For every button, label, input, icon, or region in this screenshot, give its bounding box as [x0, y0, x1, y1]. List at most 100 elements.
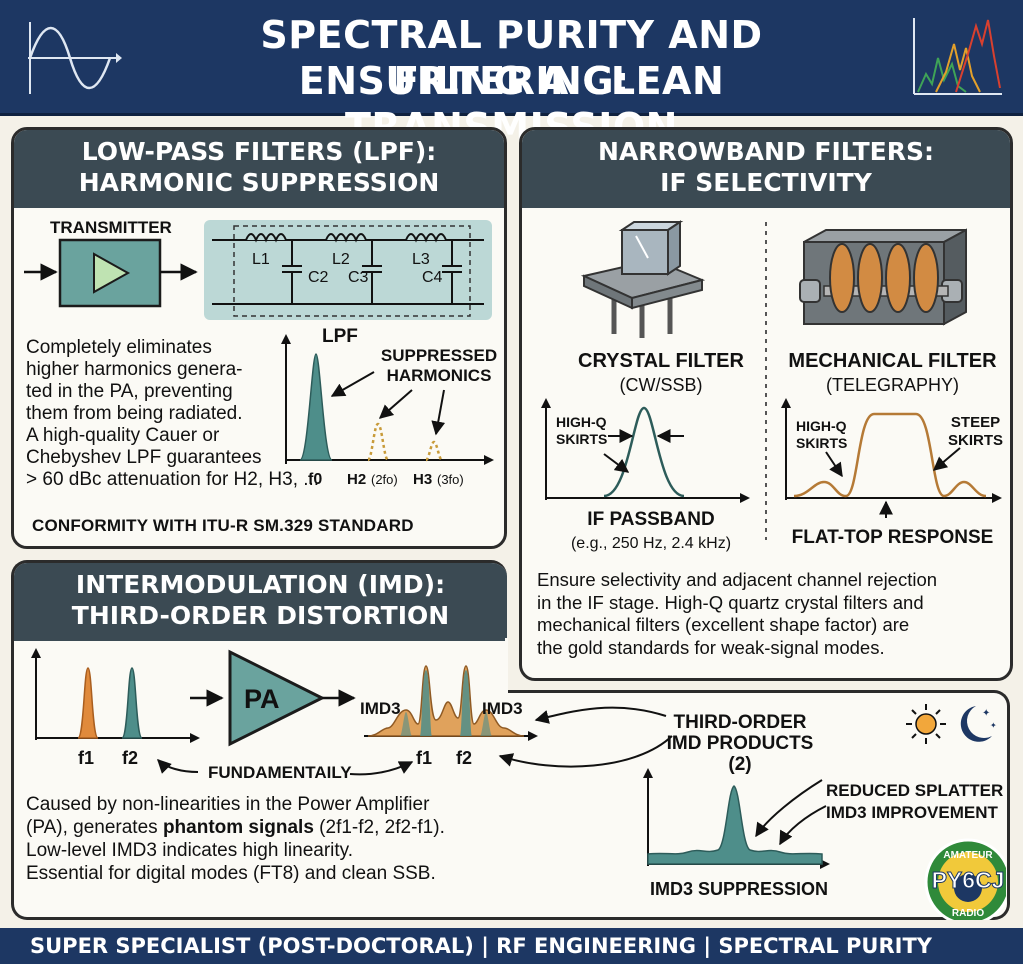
lpf-desc-line: ted in the PA, preventing [26, 381, 233, 402]
badge-callsign: PY6CJ [932, 867, 1005, 893]
imd-title-line2: THIRD-ORDER DISTORTION [71, 601, 450, 630]
narrowband-panel-header: NARROWBAND FILTERS: IF SELECTIVITY [522, 130, 1010, 208]
narrowband-panel: NARROWBAND FILTERS: IF SELECTIVITY [519, 127, 1013, 681]
lpf-panel-header: LOW-PASS FILTERS (LPF): HARMONIC SUPPRES… [14, 130, 504, 208]
imd-desc-line2-pre: (PA), generates [26, 817, 163, 838]
nb-desc-line: in the IF stage. High-Q quartz crystal f… [537, 591, 924, 613]
mechanical-filter-subtitle: (TELEGRAPHY) [825, 375, 960, 395]
lpf-title-line1: LOW-PASS FILTERS (LPF): [81, 137, 437, 166]
lpf-desc-line: A high-quality Cauer or [26, 425, 220, 446]
f1-input-peak [77, 667, 99, 739]
imd-desc-line4: Essential for digital modes (FT8) and cl… [26, 863, 436, 884]
amplifier-symbol [93, 252, 131, 294]
imd-description: Caused by non-linearities in the Power A… [26, 793, 566, 885]
sun-icon [906, 704, 946, 744]
label-l2: L2 [332, 251, 350, 268]
imd-diagram: f1 f2 PA IMD3 IMD3 f1 f2 ✦ ✦ [31, 648, 1006, 920]
lpf-label: LPF [322, 326, 358, 347]
inductor-l2 [325, 233, 367, 243]
capacitor-c4 [442, 240, 462, 304]
transmitter-label: TRANSMITTER [50, 218, 172, 237]
imd3-suppression-label: IMD3 SUPPRESSION [650, 879, 829, 899]
f2-input-peak [121, 667, 143, 739]
badge-bottom-text: RADIO [952, 908, 984, 919]
capacitor-c2 [282, 240, 302, 304]
mechanical-highq-label: HIGH-Q SKIRTS [796, 418, 847, 452]
lpf-desc-line: > 60 dBc attenuation for H2, H3, ... [26, 469, 320, 490]
h3-label: H3 [413, 471, 432, 488]
label-c4: C4 [422, 269, 443, 286]
mechanical-filter-title: MECHANICAL FILTER [788, 350, 997, 372]
steep-line1: STEEP [950, 414, 1001, 431]
mechanical-response-curve [793, 412, 987, 498]
svg-text:✦: ✦ [982, 708, 990, 719]
inductor-l3 [405, 233, 447, 243]
third-order-label: THIRD-ORDER IMD PRODUCTS (2) [660, 712, 820, 775]
nb-desc-line: the gold standards for weak-signal modes… [537, 636, 885, 658]
nb-desc-line: mechanical filters (excellent shape fact… [537, 614, 910, 635]
steep-skirts-label: STEEP SKIRTS [948, 414, 1003, 450]
pa-amplifier [228, 649, 326, 747]
reduced-line2: IMD3 IMPROVEMENT [826, 803, 998, 822]
imd-desc-line2: (PA), generates phantom signals (2f1-f2,… [26, 816, 566, 839]
crystal-filter-title: CRYSTAL FILTER [578, 350, 744, 372]
f1-input-label: f1 [78, 748, 94, 768]
crystal-highq-label: HIGH-Q SKIRTS [556, 414, 607, 448]
lpf-desc-line: higher harmonics genera- [26, 359, 243, 380]
header-banner: SPECTRAL PURITY AND FILTERING: ENSURING … [0, 0, 1023, 149]
lpf-desc-line: Chebyshev LPF guarantees [26, 447, 262, 468]
imd3-left-label: IMD3 [360, 699, 401, 718]
lpf-description: Completely eliminates higher harmonics g… [26, 337, 356, 491]
narrowband-title-line2: IF SELECTIVITY [660, 168, 872, 197]
imd3-right-label: IMD3 [482, 699, 523, 718]
h2-sub-label: (2fo) [371, 472, 398, 487]
lpf-panel: LOW-PASS FILTERS (LPF): HARMONIC SUPPRES… [11, 127, 507, 549]
label-l3: L3 [412, 251, 430, 268]
imd-panel-seam [505, 638, 508, 693]
imd-panel: INTERMODULATION (IMD): THIRD-ORDER DISTO… [11, 560, 507, 920]
reduced-line1: REDUCED SPLATTER [826, 781, 1004, 800]
mechanical-highq-line1: HIGH-Q [796, 418, 847, 434]
suppressed-line1: SUPPRESSED [380, 346, 498, 365]
f2-input-label: f2 [122, 748, 138, 768]
f2-output-label: f2 [456, 748, 472, 768]
sine-wave-icon [28, 22, 122, 94]
if-example-label: (e.g., 250 Hz, 2.4 kHz) [570, 535, 732, 552]
h2-label: H2 [347, 471, 366, 488]
capacitor-c3 [362, 240, 382, 304]
imd-panel-header: INTERMODULATION (IMD): THIRD-ORDER DISTO… [14, 563, 507, 641]
lpf-desc-line: them from being radiated. [26, 403, 243, 424]
narrowband-title-line1: NARROWBAND FILTERS: [598, 137, 934, 166]
lpf-diagram: L1 L2 L3 C2 C3 C4 LPF f0 H2 (2fo) H3 (3f… [24, 220, 494, 488]
mechanical-filter-illustration [799, 228, 967, 326]
crystal-highq-line1: HIGH-Q [556, 414, 607, 430]
suppressed-line2: HARMONICS [386, 366, 492, 385]
page-title-line1: SPECTRAL PURITY AND FILTERING: [260, 13, 763, 103]
inductor-l1 [245, 233, 287, 243]
imd3-suppression-spectrum [647, 785, 823, 865]
third-order-line2: IMD PRODUCTS (2) [666, 733, 814, 775]
steep-line2: SKIRTS [948, 432, 1004, 449]
f0-label: f0 [308, 471, 322, 488]
phantom-signals-text: phantom signals [162, 817, 314, 838]
amateur-radio-badge: AMATEUR PY6CJ RADIO [924, 838, 1006, 920]
h3-sub-label: (3fo) [437, 472, 464, 487]
imd-desc-line1: Caused by non-linearities in the Power A… [26, 794, 430, 815]
moon-icon: ✦ ✦ [960, 706, 997, 742]
third-order-line1: THIRD-ORDER [673, 712, 807, 733]
h2-peak [366, 422, 390, 462]
svg-text:✦: ✦ [990, 721, 997, 730]
footer-text: SUPER SPECIALIST (POST-DOCTORAL) | RF EN… [30, 934, 932, 958]
if-passband-label: IF PASSBAND [587, 509, 715, 530]
nb-desc-line: Ensure selectivity and adjacent channel … [537, 569, 938, 590]
crystal-filter-illustration [580, 220, 706, 338]
label-c3: C3 [348, 269, 369, 286]
imd-title-line1: INTERMODULATION (IMD): [75, 570, 446, 599]
crystal-response-curve [603, 406, 685, 498]
lpf-circuit-box [204, 220, 492, 320]
badge-top-text: AMATEUR [943, 850, 993, 861]
lpf-desc-line: Completely eliminates [26, 337, 212, 358]
footer-banner: SUPER SPECIALIST (POST-DOCTORAL) | RF EN… [0, 928, 1023, 964]
imd-desc-line2-post: (2f1-f2, 2f2-f1). [313, 817, 445, 838]
narrowband-description: Ensure selectivity and adjacent channel … [537, 569, 1007, 659]
